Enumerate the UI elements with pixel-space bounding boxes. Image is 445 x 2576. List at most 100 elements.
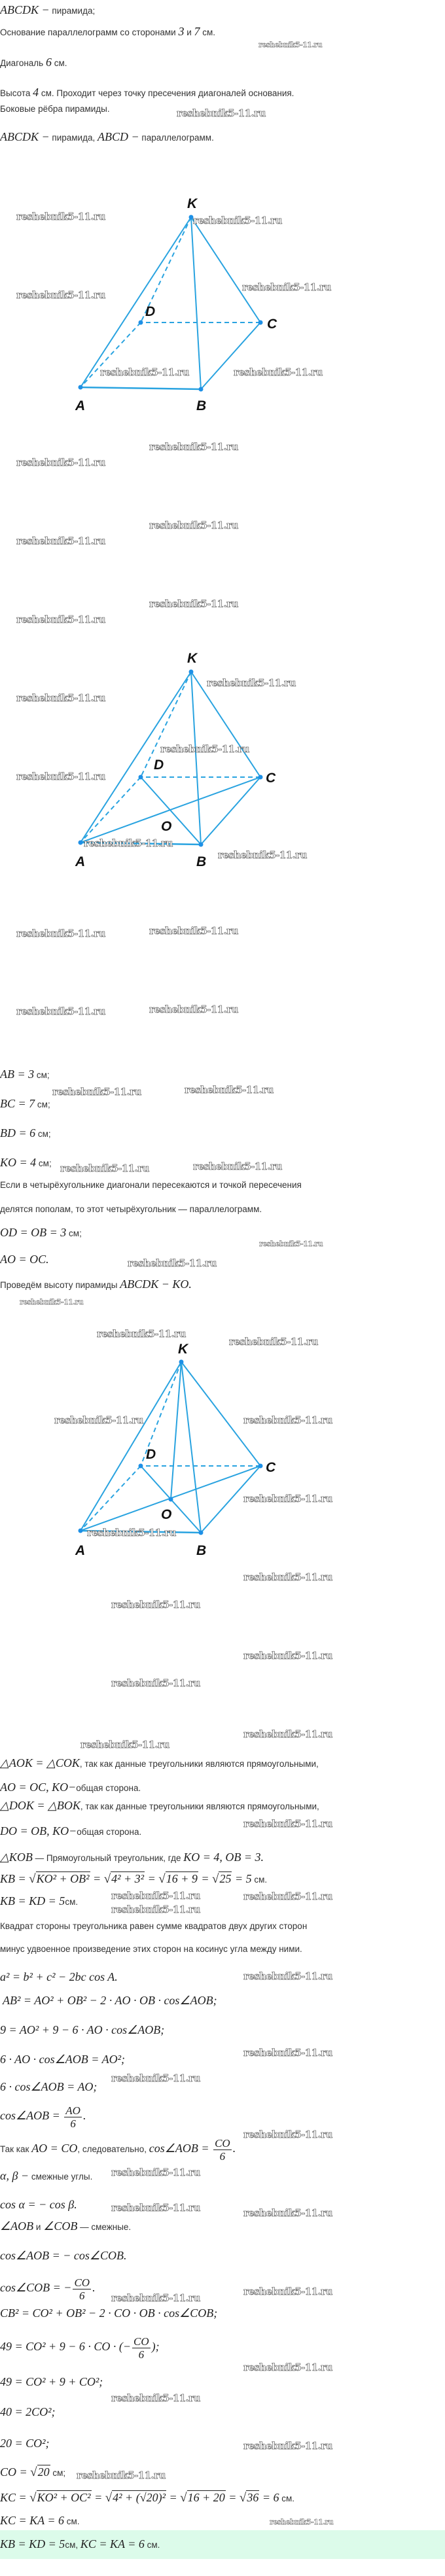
text: см, [65, 2540, 80, 2550]
text: см. [251, 1875, 268, 1885]
solution-line: cos∠AOB = − cos∠COB. [0, 2248, 127, 2264]
math: . [92, 2281, 96, 2295]
label-b: B [196, 854, 206, 869]
text: см. [65, 1897, 79, 1907]
math: = [91, 2491, 105, 2504]
watermark: reshebnik5-11.ru [111, 1904, 201, 1916]
watermark: reshebnik5-11.ru [243, 1650, 333, 1662]
solution-line: минус удвоенное произведение этих сторон… [0, 1942, 302, 1957]
text: пирамида, [49, 133, 98, 143]
math: = 6 [259, 2491, 279, 2504]
watermark: reshebnik5-11.ru [243, 1571, 333, 1584]
height-ko [170, 1361, 182, 1500]
vertex-o [168, 1497, 173, 1502]
watermark: reshebnik5-11.ru [100, 366, 190, 379]
math: AO = OC, KO− [0, 1781, 77, 1794]
watermark: reshebnik5-11.ru [149, 441, 239, 453]
solution-line: △KOB — Прямоугольный треугольник, где KO… [0, 1850, 264, 1866]
answer-box: KB = KD = 5см, KC = KA = 6 см. [0, 2530, 445, 2559]
math: 3 [178, 25, 185, 38]
pyramid-diagram-1 [80, 217, 261, 391]
watermark: reshebnik5-11.ru [77, 2469, 166, 2482]
solution-line: a² = b² + c² − 2bc cos A. [0, 1970, 118, 1985]
solution-line: CB² = CO² + OB² − 2 · CO · OB · cos∠COB; [0, 2306, 217, 2322]
label-b: B [196, 1543, 206, 1558]
solution-line: 49 = CO² + 9 + CO²; [0, 2375, 103, 2390]
label-k: K [187, 651, 198, 666]
label-k: K [187, 196, 198, 211]
edge-kd [140, 671, 192, 778]
watermark: reshebnik5-11.ru [16, 211, 106, 223]
vertex-c [258, 775, 263, 780]
solution-line: Квадрат стороны треугольника равен сумме… [0, 1919, 307, 1934]
text: см. [51, 58, 67, 68]
watermark: reshebnik5-11.ru [54, 1414, 144, 1427]
watermark: reshebnik5-11.ru [97, 1328, 187, 1340]
watermark: reshebnik5-11.ru [243, 1890, 333, 1903]
text: делятся пополам, то этот четырёхугольник… [0, 1204, 262, 1214]
vertex-b [198, 387, 204, 392]
watermark: reshebnik5-11.ru [243, 2129, 333, 2141]
math: BC = 7 [0, 1097, 35, 1110]
watermark: reshebnik5-11.ru [243, 1493, 333, 1505]
watermark: reshebnik5-11.ru [242, 281, 332, 294]
text: Проведём высоту пирамиды [0, 1280, 120, 1290]
edge-bc [200, 776, 261, 845]
watermark: reshebnik5-11.ru [111, 1677, 201, 1690]
watermark: reshebnik5-11.ru [259, 1240, 323, 1248]
math: 6 · AO · cos∠AOB = AO²; [0, 2053, 125, 2066]
text: см; [50, 2468, 66, 2478]
watermark: reshebnik5-11.ru [207, 677, 296, 689]
text: , так как данные треугольники являются п… [80, 1801, 319, 1811]
solution-line: 6 · cos∠AOB = AO; [0, 2080, 97, 2095]
math: = [225, 2491, 240, 2504]
solution-line: CO = √20 см; [0, 2465, 65, 2480]
text: Если в четырёхугольнике диагонали пересе… [0, 1180, 302, 1190]
math: ); [151, 2340, 160, 2354]
diagonal-bd [140, 1465, 202, 1533]
math: 6 [45, 56, 52, 69]
vertex-d [138, 775, 143, 780]
math: AO = CO [31, 2142, 78, 2155]
solution-line: ∠AOB и ∠COB — смежные. [0, 2219, 131, 2235]
watermark: reshebnik5-11.ru [177, 107, 266, 120]
math: cos∠AOB = − cos∠COB. [0, 2249, 127, 2262]
watermark: reshebnik5-11.ru [193, 1160, 283, 1173]
pyramid-diagram-3 [80, 1361, 261, 1534]
solution-line: cos α = − cos β. [0, 2197, 77, 2213]
watermark: reshebnik5-11.ru [111, 2072, 201, 2085]
text: , так как данные треугольники являются п… [79, 1759, 319, 1769]
math: ABCDK − [0, 130, 50, 143]
solution-line: AO = OC, KO−общая сторона. [0, 1780, 141, 1796]
square-root: √KO² + OC² [29, 2490, 92, 2505]
label-a: A [75, 398, 85, 413]
square-root: √36 [239, 2490, 260, 2505]
vertices-2 [78, 669, 263, 847]
watermark: reshebnik5-11.ru [80, 1739, 170, 1751]
watermark: reshebnik5-11.ru [185, 1084, 274, 1096]
watermark: reshebnik5-11.ru [60, 1162, 150, 1175]
math: △DOK = △BOK [0, 1799, 80, 1812]
vertex-k [179, 1359, 184, 1365]
edge-bc [200, 322, 261, 390]
math: KB = KD = 5 [0, 1894, 65, 1907]
math: KB = [0, 1872, 29, 1885]
watermark: reshebnik5-11.ru [52, 1086, 142, 1098]
given-line: Основание параллелограмм со сторонами 3 … [0, 24, 215, 40]
watermark: reshebnik5-11.ru [16, 289, 106, 302]
solution-line: AB² = AO² + OB² − 2 · AO · OB · cos∠AOB; [3, 1993, 217, 2009]
math: cos∠AOB = [149, 2142, 213, 2155]
solution-line: KB = √KO² + OB² = √4² + 3² = √16 + 9 = √… [0, 1871, 267, 1887]
watermark: reshebnik5-11.ru [16, 535, 106, 548]
solution-line: 6 · AO · cos∠AOB = AO²; [0, 2052, 125, 2068]
vertices-3 [78, 1359, 263, 1535]
watermark: reshebnik5-11.ru [111, 1599, 201, 1611]
solution-line: 40 = 2CO²; [0, 2405, 56, 2420]
label-a: A [75, 854, 85, 869]
math: cos∠COB = − [0, 2281, 72, 2295]
text: Диагональ [0, 58, 46, 68]
edge-da [80, 776, 141, 843]
